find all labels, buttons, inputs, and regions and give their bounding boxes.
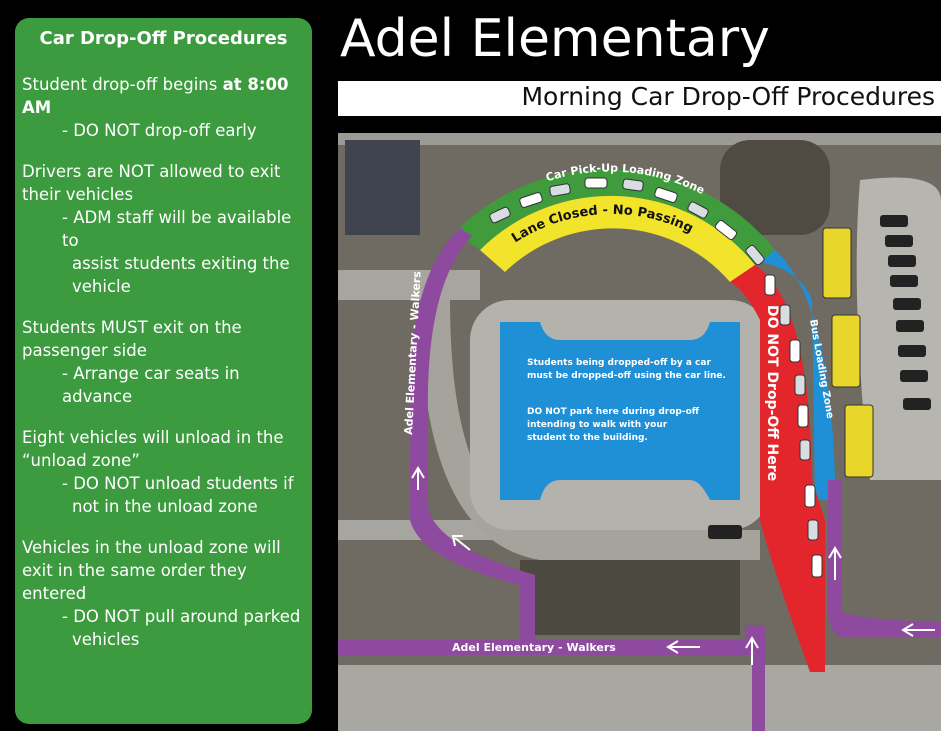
procedure-main: Students MUST exit on the passenger side bbox=[22, 318, 242, 360]
procedure-sub: - ADM staff will be available to bbox=[62, 208, 292, 250]
procedure-main: Eight vehicles will unload in the “unloa… bbox=[22, 428, 284, 470]
procedure-sub: not in the unload zone bbox=[72, 497, 258, 516]
arrow-left-icon bbox=[901, 623, 935, 637]
procedure-sub: vehicle bbox=[72, 277, 131, 296]
notice-text: Students being dropped-off by a car must… bbox=[527, 358, 726, 443]
walker-path-east bbox=[828, 480, 941, 637]
walkers-label-horizontal: Adel Elementary - Walkers bbox=[452, 641, 616, 654]
arrow-left-icon bbox=[666, 640, 700, 654]
no-parking-area bbox=[500, 322, 740, 500]
arrow-icon bbox=[451, 535, 471, 551]
procedure-sub: - DO NOT pull around parked bbox=[62, 607, 301, 626]
procedure-sub: assist students exiting the bbox=[72, 254, 290, 273]
page-title: Adel Elementary bbox=[340, 9, 770, 69]
bus-loading-band bbox=[760, 250, 835, 500]
procedure-start: Student drop-off begins at 8:00 AM - DO … bbox=[15, 73, 312, 142]
procedures-heading: Car Drop-Off Procedures bbox=[39, 28, 288, 49]
notice-line: intending to walk with your bbox=[527, 420, 668, 430]
roof-area bbox=[345, 140, 420, 235]
lane-closed-band bbox=[480, 195, 755, 282]
notice-line: Students being dropped-off by a car bbox=[527, 358, 711, 368]
walker-path bbox=[338, 228, 765, 731]
procedure-exit-order: Vehicles in the unload zone will exit in… bbox=[15, 536, 312, 651]
subtitle-bar: Morning Car Drop-Off Procedures bbox=[338, 81, 941, 116]
procedures-panel: Car Drop-Off Procedures Student drop-off… bbox=[15, 18, 312, 724]
arrow-up-icon bbox=[745, 636, 759, 665]
arrow-up-icon bbox=[828, 546, 842, 580]
queued-cars bbox=[489, 177, 823, 578]
parked-cars bbox=[708, 215, 931, 539]
notice-line: student to the building. bbox=[527, 433, 648, 443]
procedure-sub: vehicles bbox=[72, 630, 140, 649]
procedure-sub: - DO NOT unload students if bbox=[62, 474, 294, 493]
drop-off-map: Car Pick-Up Loading Zone Lane Closed - N… bbox=[338, 133, 941, 731]
start-text: Student drop-off begins bbox=[22, 75, 223, 94]
notice-line: DO NOT park here during drop-off bbox=[527, 407, 700, 417]
procedure-main: Vehicles in the unload zone will exit in… bbox=[22, 538, 281, 603]
no-dropoff-band bbox=[730, 265, 825, 672]
school-buses bbox=[822, 227, 874, 478]
arrow-up-icon bbox=[411, 466, 425, 490]
procedure-sub: - DO NOT drop-off early bbox=[62, 121, 257, 140]
procedure-passenger-side: Students MUST exit on the passenger side… bbox=[15, 316, 312, 408]
procedure-unload-zone: Eight vehicles will unload in the “unloa… bbox=[15, 426, 312, 518]
notice-line: must be dropped-off using the car line. bbox=[527, 371, 726, 381]
procedure-main: Drivers are NOT allowed to exit their ve… bbox=[22, 162, 281, 204]
procedure-exit-vehicles: Drivers are NOT allowed to exit their ve… bbox=[15, 160, 312, 298]
start-time: at 8:00 AM bbox=[22, 75, 289, 117]
walker-arrows bbox=[411, 466, 935, 665]
procedure-sub: - Arrange car seats in advance bbox=[62, 364, 240, 406]
page-subtitle: Morning Car Drop-Off Procedures bbox=[521, 82, 935, 111]
no-dropoff-label: DO NOT Drop-Off Here bbox=[764, 305, 780, 481]
